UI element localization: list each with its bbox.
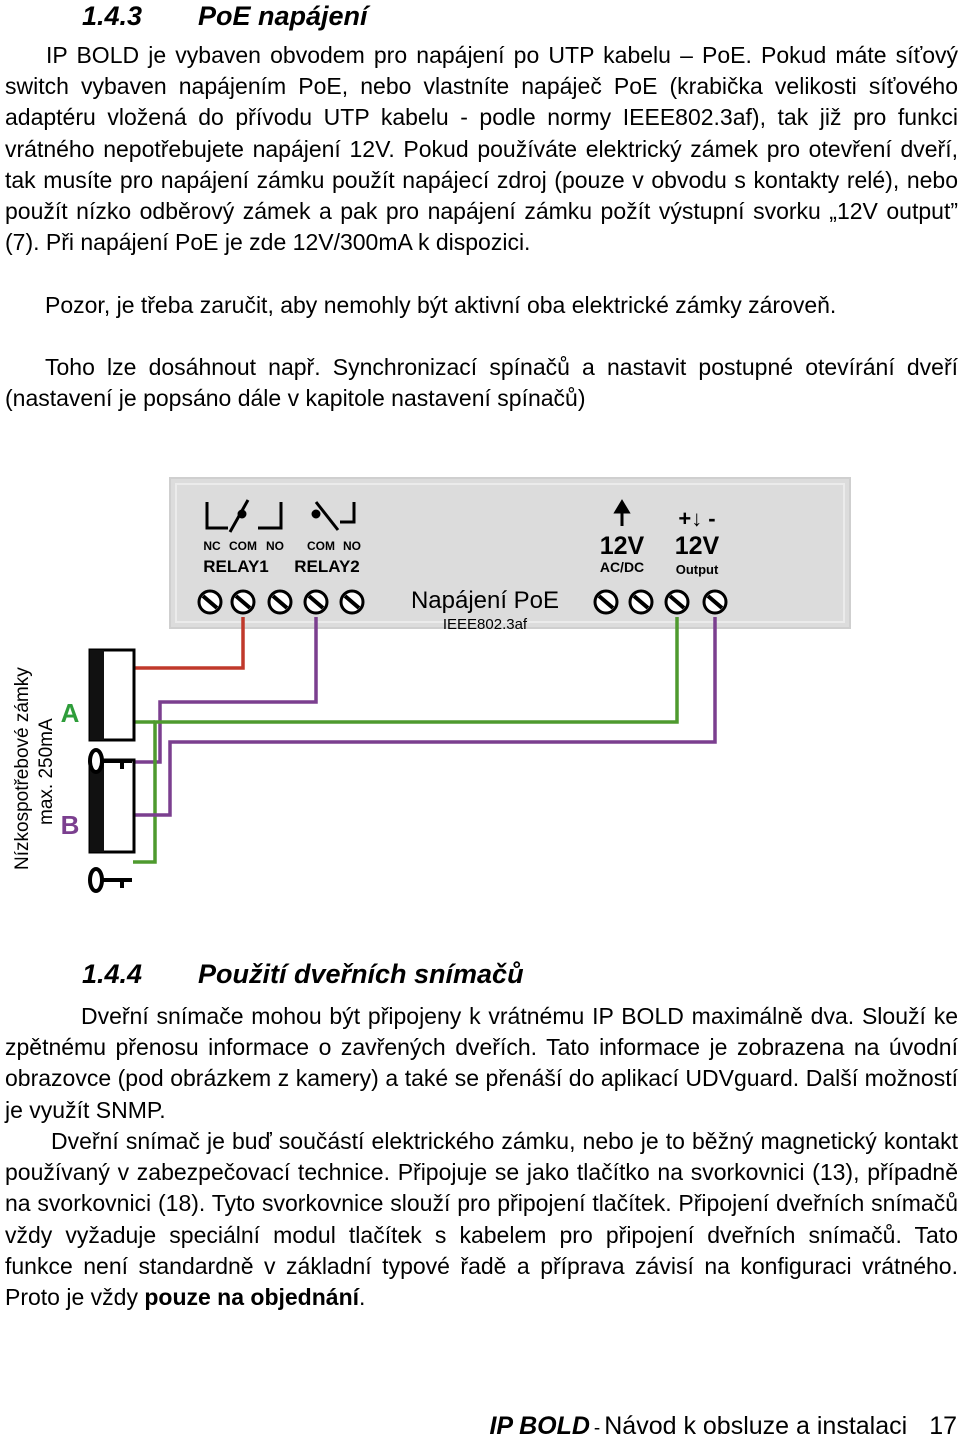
relay2-switch-icon <box>311 501 356 531</box>
lock-a <box>88 648 136 742</box>
wire-green <box>133 617 679 864</box>
terminal-screw-icon <box>628 589 654 615</box>
paragraph: Dveřní snímače mohou být připojeny k vrá… <box>5 1001 958 1126</box>
key-icon <box>88 867 132 893</box>
relay2-label: RELAY2 <box>294 557 360 576</box>
poe-title: Napájení PoE <box>411 587 559 614</box>
relay1-contact-com: COM <box>229 539 257 553</box>
section-number: 1.4.4 <box>82 959 143 989</box>
section-heading-sensors: 1.4.4 Použití dveřních snímačů <box>82 958 524 990</box>
lock-a-label: A <box>61 698 80 728</box>
paragraph-text: IP BOLD je vybaven obvodem pro napájení … <box>5 42 958 256</box>
terminal-screw-icon <box>267 589 293 615</box>
poe-standard: IEEE802.3af <box>443 616 528 633</box>
key-icon <box>88 748 132 774</box>
power-out-label: Output <box>676 562 719 577</box>
section-title: PoE napájení <box>198 1 368 31</box>
paragraph-text: Toho lze dosáhnout např. Synchronizací s… <box>5 354 958 412</box>
lock-b-label: B <box>61 810 80 840</box>
footer-brand: IP BOLD <box>489 1412 590 1440</box>
terminal-screw-icon <box>230 589 256 615</box>
paragraph-text: Dveřní snímače mohou být připojeny k vrá… <box>5 1003 958 1123</box>
wire-purple <box>133 617 318 764</box>
paragraph: Toho lze dosáhnout např. Synchronizací s… <box>5 352 958 414</box>
page-number: 17 <box>929 1412 957 1440</box>
terminal-block <box>197 589 728 615</box>
paragraph-text: Pozor, je třeba zaručit, aby nemohly být… <box>45 292 837 318</box>
paragraph: Dveřní snímač je buď součástí elektrické… <box>5 1126 958 1313</box>
relay1-contact-nc: NC <box>203 539 221 553</box>
page-footer: IP BOLD-Návod k obsluze a instalaci 17 <box>489 1410 957 1445</box>
relay1-switch-icon <box>205 499 283 533</box>
section-number: 1.4.3 <box>82 1 143 31</box>
relay1-label: RELAY1 <box>203 557 269 576</box>
section-title: Použití dveřních snímačů <box>198 959 524 989</box>
side-caption-line2: max. 250mA <box>36 718 57 825</box>
lock-b <box>88 758 136 854</box>
side-caption-line1: Nízkospotřebové zámky <box>12 667 33 870</box>
relay2-contact-no: NO <box>343 539 361 553</box>
terminal-screw-icon <box>339 589 365 615</box>
wire-purple-2 <box>133 617 717 817</box>
terminal-screw-icon <box>593 589 619 615</box>
terminal-screw-icon <box>303 589 329 615</box>
paragraph-emphasis: pouze na objednání <box>144 1284 360 1311</box>
footer-separator: - <box>593 1418 601 1439</box>
power-in-voltage: 12V <box>600 532 645 560</box>
power-out-voltage: 12V <box>675 532 720 560</box>
paragraph-end: . <box>359 1284 366 1311</box>
relay2-contact-com: COM <box>307 539 335 553</box>
paragraph: Pozor, je třeba zaručit, aby nemohly být… <box>5 290 958 321</box>
wires <box>133 617 717 864</box>
power-in-label: AC/DC <box>600 559 644 575</box>
power-out-polarity: +↓ - <box>678 506 715 531</box>
wire-red <box>133 617 245 670</box>
paragraph: IP BOLD je vybaven obvodem pro napájení … <box>5 40 958 258</box>
wiring-diagram: NC COM NO COM NO RELAY1 RELAY2 Napájení … <box>12 477 851 893</box>
section-heading-poe: 1.4.3 PoE napájení <box>82 0 368 32</box>
paragraph-text: Dveřní snímač je buď součástí elektrické… <box>5 1128 958 1311</box>
arrow-up-icon <box>613 499 631 526</box>
relay1-contact-no: NO <box>266 539 284 553</box>
terminal-screw-icon <box>197 589 223 615</box>
terminal-screw-icon <box>702 589 728 615</box>
terminal-screw-icon <box>664 589 690 615</box>
footer-title: Návod k obsluze a instalaci <box>604 1412 908 1440</box>
